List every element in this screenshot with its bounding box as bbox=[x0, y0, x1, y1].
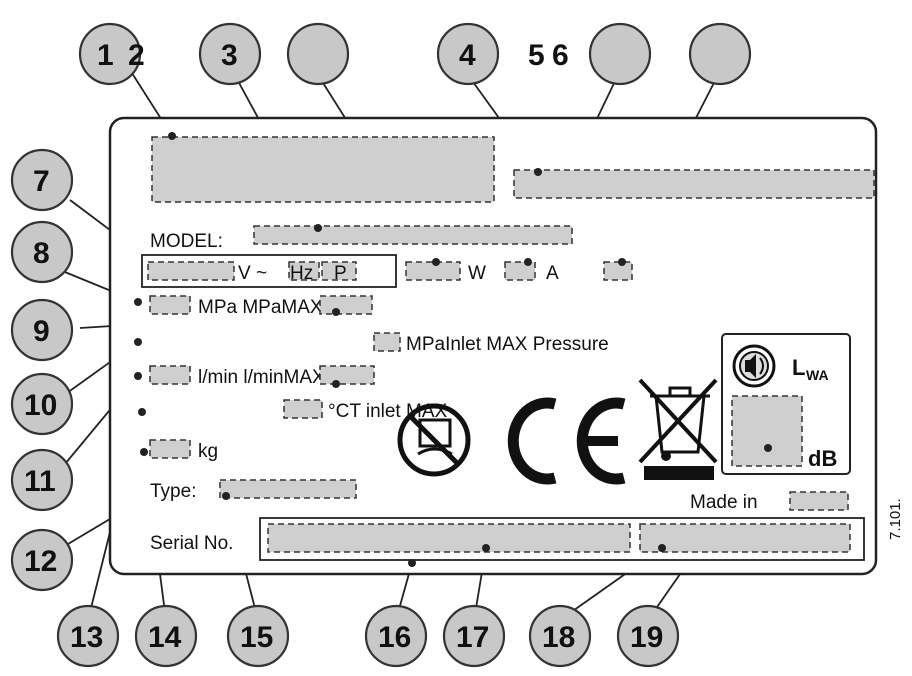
power-label: P bbox=[334, 263, 347, 284]
product-name-field bbox=[513, 169, 875, 199]
lwa-subscript: WA bbox=[806, 367, 829, 383]
callout-8: 8 bbox=[33, 237, 50, 270]
inlet-pressure-label: MPaInlet MAX Pressure bbox=[406, 334, 609, 355]
callout-5: 5 bbox=[528, 39, 545, 72]
callouts-left bbox=[10, 148, 74, 592]
callout-13: 13 bbox=[70, 621, 103, 654]
serial-number-field bbox=[267, 523, 631, 553]
type-field bbox=[219, 479, 357, 499]
made-in-label: Made in bbox=[690, 492, 758, 513]
sound-power-box bbox=[721, 333, 851, 475]
voltage-field bbox=[147, 261, 235, 281]
watt-unit: W bbox=[468, 263, 486, 284]
callout-10: 10 bbox=[24, 389, 57, 422]
callout-circle-1 bbox=[78, 22, 142, 86]
callout-9: 9 bbox=[33, 315, 50, 348]
electrical-data-frame bbox=[141, 254, 397, 288]
barcode-field bbox=[639, 523, 851, 553]
watt-field bbox=[405, 261, 461, 281]
callout-4: 4 bbox=[459, 39, 476, 72]
callout-11: 11 bbox=[24, 465, 56, 498]
voltage-label: V ~ bbox=[238, 263, 267, 284]
db-unit: dB bbox=[808, 446, 837, 471]
amp-field bbox=[504, 261, 536, 281]
temperature-field bbox=[283, 399, 323, 419]
sound-level-field bbox=[731, 395, 803, 467]
serial-label: Serial No. bbox=[150, 533, 233, 554]
pressure-field bbox=[149, 295, 191, 315]
callout-circle-6 bbox=[588, 22, 652, 86]
callout-circle-blank-2 bbox=[688, 22, 752, 86]
no-potable-water-icon bbox=[397, 403, 471, 477]
lwa-label: L bbox=[792, 355, 805, 380]
inlet-pressure-field bbox=[373, 332, 401, 352]
model-field bbox=[253, 225, 573, 245]
flow-label: l/min l/minMAX bbox=[198, 367, 325, 388]
type-label: Type: bbox=[150, 481, 196, 502]
callout-numbers-bottom: 13 14 15 16 17 18 19 bbox=[70, 621, 663, 654]
frequency-label: Hz bbox=[290, 263, 313, 284]
amp-unit: A bbox=[546, 263, 559, 284]
callout-16: 16 bbox=[378, 621, 411, 654]
callout-6: 6 bbox=[552, 39, 569, 72]
frequency-field bbox=[288, 261, 320, 281]
temperature-label: °CT inlet MAX bbox=[328, 401, 447, 422]
callout-19: 19 bbox=[630, 621, 663, 654]
leader-endpoints bbox=[134, 132, 772, 567]
callout-circle-blank-1 bbox=[286, 22, 350, 86]
callouts-bottom bbox=[56, 604, 680, 668]
pressure-label: MPa MPaMAX bbox=[198, 297, 323, 318]
weight-field bbox=[149, 439, 191, 459]
callout-3: 3 bbox=[221, 39, 238, 72]
callout-14: 14 bbox=[148, 621, 182, 654]
callout-18: 18 bbox=[542, 621, 575, 654]
logo-field bbox=[151, 136, 495, 203]
flow-field bbox=[149, 365, 191, 385]
callout-numbers-top: 1 2 3 4 5 6 bbox=[97, 39, 569, 72]
pressure-max-field bbox=[319, 295, 373, 315]
side-code: 7.101. bbox=[887, 498, 904, 540]
callout-1: 1 bbox=[97, 39, 114, 72]
flow-max-field bbox=[319, 365, 375, 385]
callout-2: 2 bbox=[128, 39, 145, 72]
protection-class-field bbox=[603, 261, 633, 281]
weight-unit: kg bbox=[198, 441, 218, 462]
made-in-field bbox=[789, 491, 849, 511]
power-field bbox=[321, 261, 357, 281]
callout-circle-4 bbox=[436, 22, 500, 86]
callout-15: 15 bbox=[240, 621, 273, 654]
callout-circle-3 bbox=[198, 22, 262, 86]
callouts-top bbox=[78, 22, 752, 86]
callout-12: 12 bbox=[24, 545, 57, 578]
callout-numbers-left: 7 8 9 10 11 12 bbox=[24, 165, 57, 578]
callout-7: 7 bbox=[33, 165, 50, 198]
weee-crossed-bin-icon bbox=[638, 378, 718, 480]
model-label: MODEL: bbox=[150, 231, 223, 252]
sound-power-icon bbox=[732, 344, 776, 388]
ce-mark-icon bbox=[507, 397, 626, 485]
serial-frame bbox=[259, 517, 865, 561]
callout-17: 17 bbox=[456, 621, 489, 654]
